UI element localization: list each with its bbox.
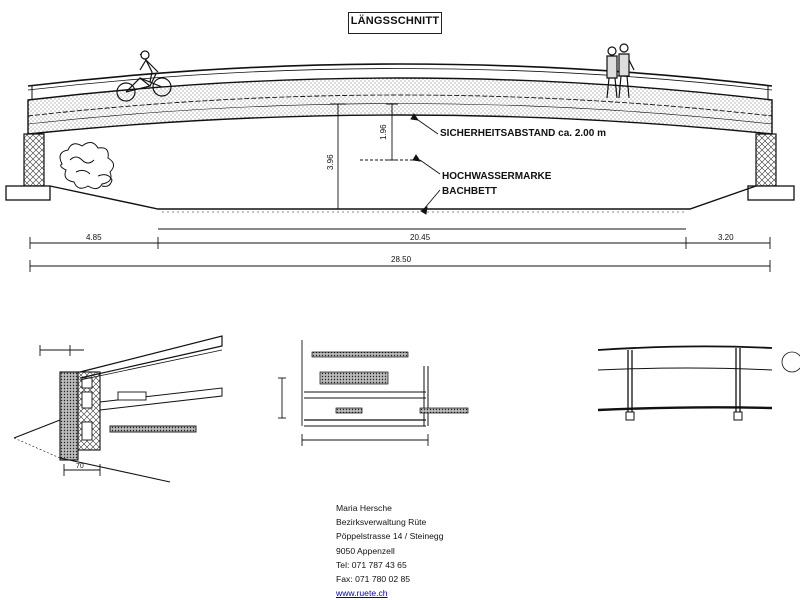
span-dimensions [29,228,771,272]
abutment-right [747,133,795,201]
right-span-value: 3.20 [718,233,734,242]
bridge-deck [27,77,773,135]
contact-city: 9050 Appenzell [336,545,395,556]
contact-name: Maria Hersche [336,503,392,513]
contact-org: Bezirksverwaltung Rüte [336,517,427,528]
website-link[interactable]: www.ruete.ch [336,588,388,599]
total-height-value: 3.96 [326,154,335,170]
contact-tel: Tel: 071 787 43 65 [336,559,407,570]
streambed-label: BACHBETT [442,186,497,197]
detail-width-value: 70 [76,463,84,470]
railing [27,63,773,108]
middle-span-value: 20.45 [410,233,431,242]
left-span-value: 4.85 [86,233,102,242]
shrub [59,142,114,190]
flood-mark-label: HOCHWASSERMARKE [442,171,552,182]
abutment-detail [13,335,223,483]
safety-clearance-label: SICHERHEITSABSTAND ca. 2.00 m [440,128,606,139]
contact-fax: Fax: 071 780 02 85 [336,574,411,585]
streambed [49,185,757,210]
cross-section-detail [278,340,469,446]
abutment-left [5,133,51,201]
drawing-title: LÄNGSSCHNITT [350,15,440,27]
leader-lines [410,113,441,215]
railing-detail [597,345,800,421]
drawing-title-box: LÄNGSSCHNITT [348,12,442,34]
clearance-height-value: 1.96 [379,124,388,140]
height-dimensions [330,103,420,210]
cyclist-figure [116,50,172,102]
pedestrians-figure [606,43,635,99]
total-span-value: 28.50 [391,255,412,264]
longitudinal-section [5,43,795,272]
contact-block: Maria Hersche Bezirksverwaltung Rüte Pöp… [336,501,536,600]
contact-street: Pöppelstrasse 14 / Steinegg [336,531,444,542]
